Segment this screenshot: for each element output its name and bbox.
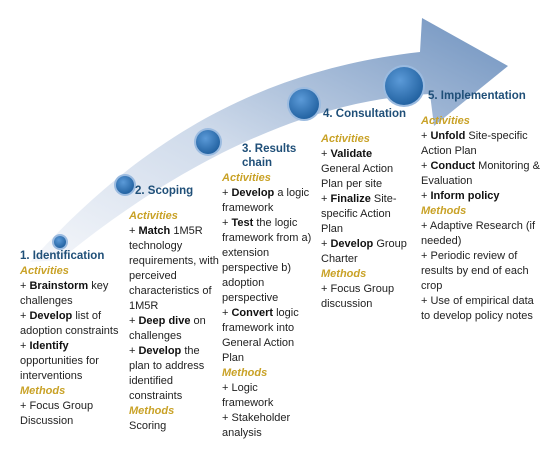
stage-3-dot bbox=[196, 130, 220, 154]
stage-4-dot bbox=[289, 89, 319, 119]
stage-1-activity-1: + Brainstorm key challenges bbox=[20, 280, 109, 307]
stage-1-activities-heading: Activities bbox=[20, 265, 69, 277]
stage-5-method-1: + Adaptive Research (if needed) bbox=[421, 220, 536, 247]
stage-5-column: 5. Implementation Activities + Unfold Si… bbox=[421, 89, 546, 324]
stage-1-methods-heading: Methods bbox=[20, 385, 66, 397]
stage-5-title: 5. Implementation bbox=[428, 90, 526, 102]
stage-4-methods-heading: Methods bbox=[321, 268, 367, 280]
stage-1-dot bbox=[54, 236, 66, 248]
stage-2-activities-heading: Activities bbox=[129, 210, 178, 222]
stage-3-method-2: + Stakeholder analysis bbox=[222, 412, 291, 439]
stage-2-title: 2. Scoping bbox=[135, 185, 194, 197]
stage-2-methods-heading: Methods bbox=[129, 405, 175, 417]
stage-2-method-1: Scoring bbox=[129, 420, 167, 432]
stage-3-activities-heading: Activities bbox=[222, 172, 271, 184]
stage-4-title: 4. Consultation bbox=[323, 108, 407, 120]
stage-3-title: 3. Results chain bbox=[242, 143, 297, 169]
stage-3-activity-3: + Convert logic framework into General A… bbox=[222, 307, 299, 364]
stage-2-activity-3: + Develop the plan to address identified… bbox=[129, 345, 205, 402]
stage-1-method-1: + Focus Group Discussion bbox=[20, 400, 94, 427]
stage-1-activity-3: + Identify opportunities for interventio… bbox=[20, 340, 99, 382]
stage-5-method-3: + Use of empirical data to develop polic… bbox=[421, 295, 534, 322]
stage-4-activity-3: + Develop Group Charter bbox=[321, 238, 407, 265]
stage-2-activity-2: + Deep dive on challenges bbox=[129, 315, 206, 342]
stage-3-activity-2: + Test the logic framework from a) exten… bbox=[222, 217, 312, 304]
stage-1-activity-2: + Develop list of adoption constraints bbox=[20, 310, 119, 337]
stage-3-method-1: + Logic framework bbox=[222, 382, 274, 409]
stage-5-activity-2: + Conduct Monitoring & Evaluation bbox=[421, 160, 540, 187]
stage-4-column: 4. Consultation Activities + Validate Ge… bbox=[321, 107, 411, 312]
stage-4-activity-1: + Validate General Action Plan per site bbox=[321, 148, 394, 190]
stage-3-activity-1: + Develop a logic framework bbox=[222, 187, 310, 214]
stage-5-methods-heading: Methods bbox=[421, 205, 467, 217]
stage-2-column: 2. Scoping Activities + Match 1M5R techn… bbox=[129, 184, 221, 434]
stage-1-column: 1. Identification Activities + Brainstor… bbox=[20, 249, 120, 429]
stage-5-dot bbox=[385, 67, 423, 105]
stage-4-method-1: + Focus Group discussion bbox=[321, 283, 395, 310]
stage-4-activities-heading: Activities bbox=[321, 133, 370, 145]
stage-3-methods-heading: Methods bbox=[222, 367, 268, 379]
stage-5-activities-heading: Activities bbox=[421, 115, 470, 127]
stage-4-activity-2: + Finalize Site-specific Action Plan bbox=[321, 193, 397, 235]
stage-1-title: 1. Identification bbox=[20, 250, 105, 262]
stage-2-dot bbox=[116, 176, 134, 194]
stage-5-activity-1: + Unfold Site-specific Action Plan bbox=[421, 130, 528, 157]
stage-3-column: 3. Results chain Activities + Develop a … bbox=[222, 142, 312, 441]
stage-5-activity-3: + Inform policy bbox=[421, 190, 500, 202]
stage-2-activity-1: + Match 1M5R technology requirements, wi… bbox=[129, 225, 219, 312]
stage-5-method-2: + Periodic review of results by end of e… bbox=[421, 250, 529, 292]
